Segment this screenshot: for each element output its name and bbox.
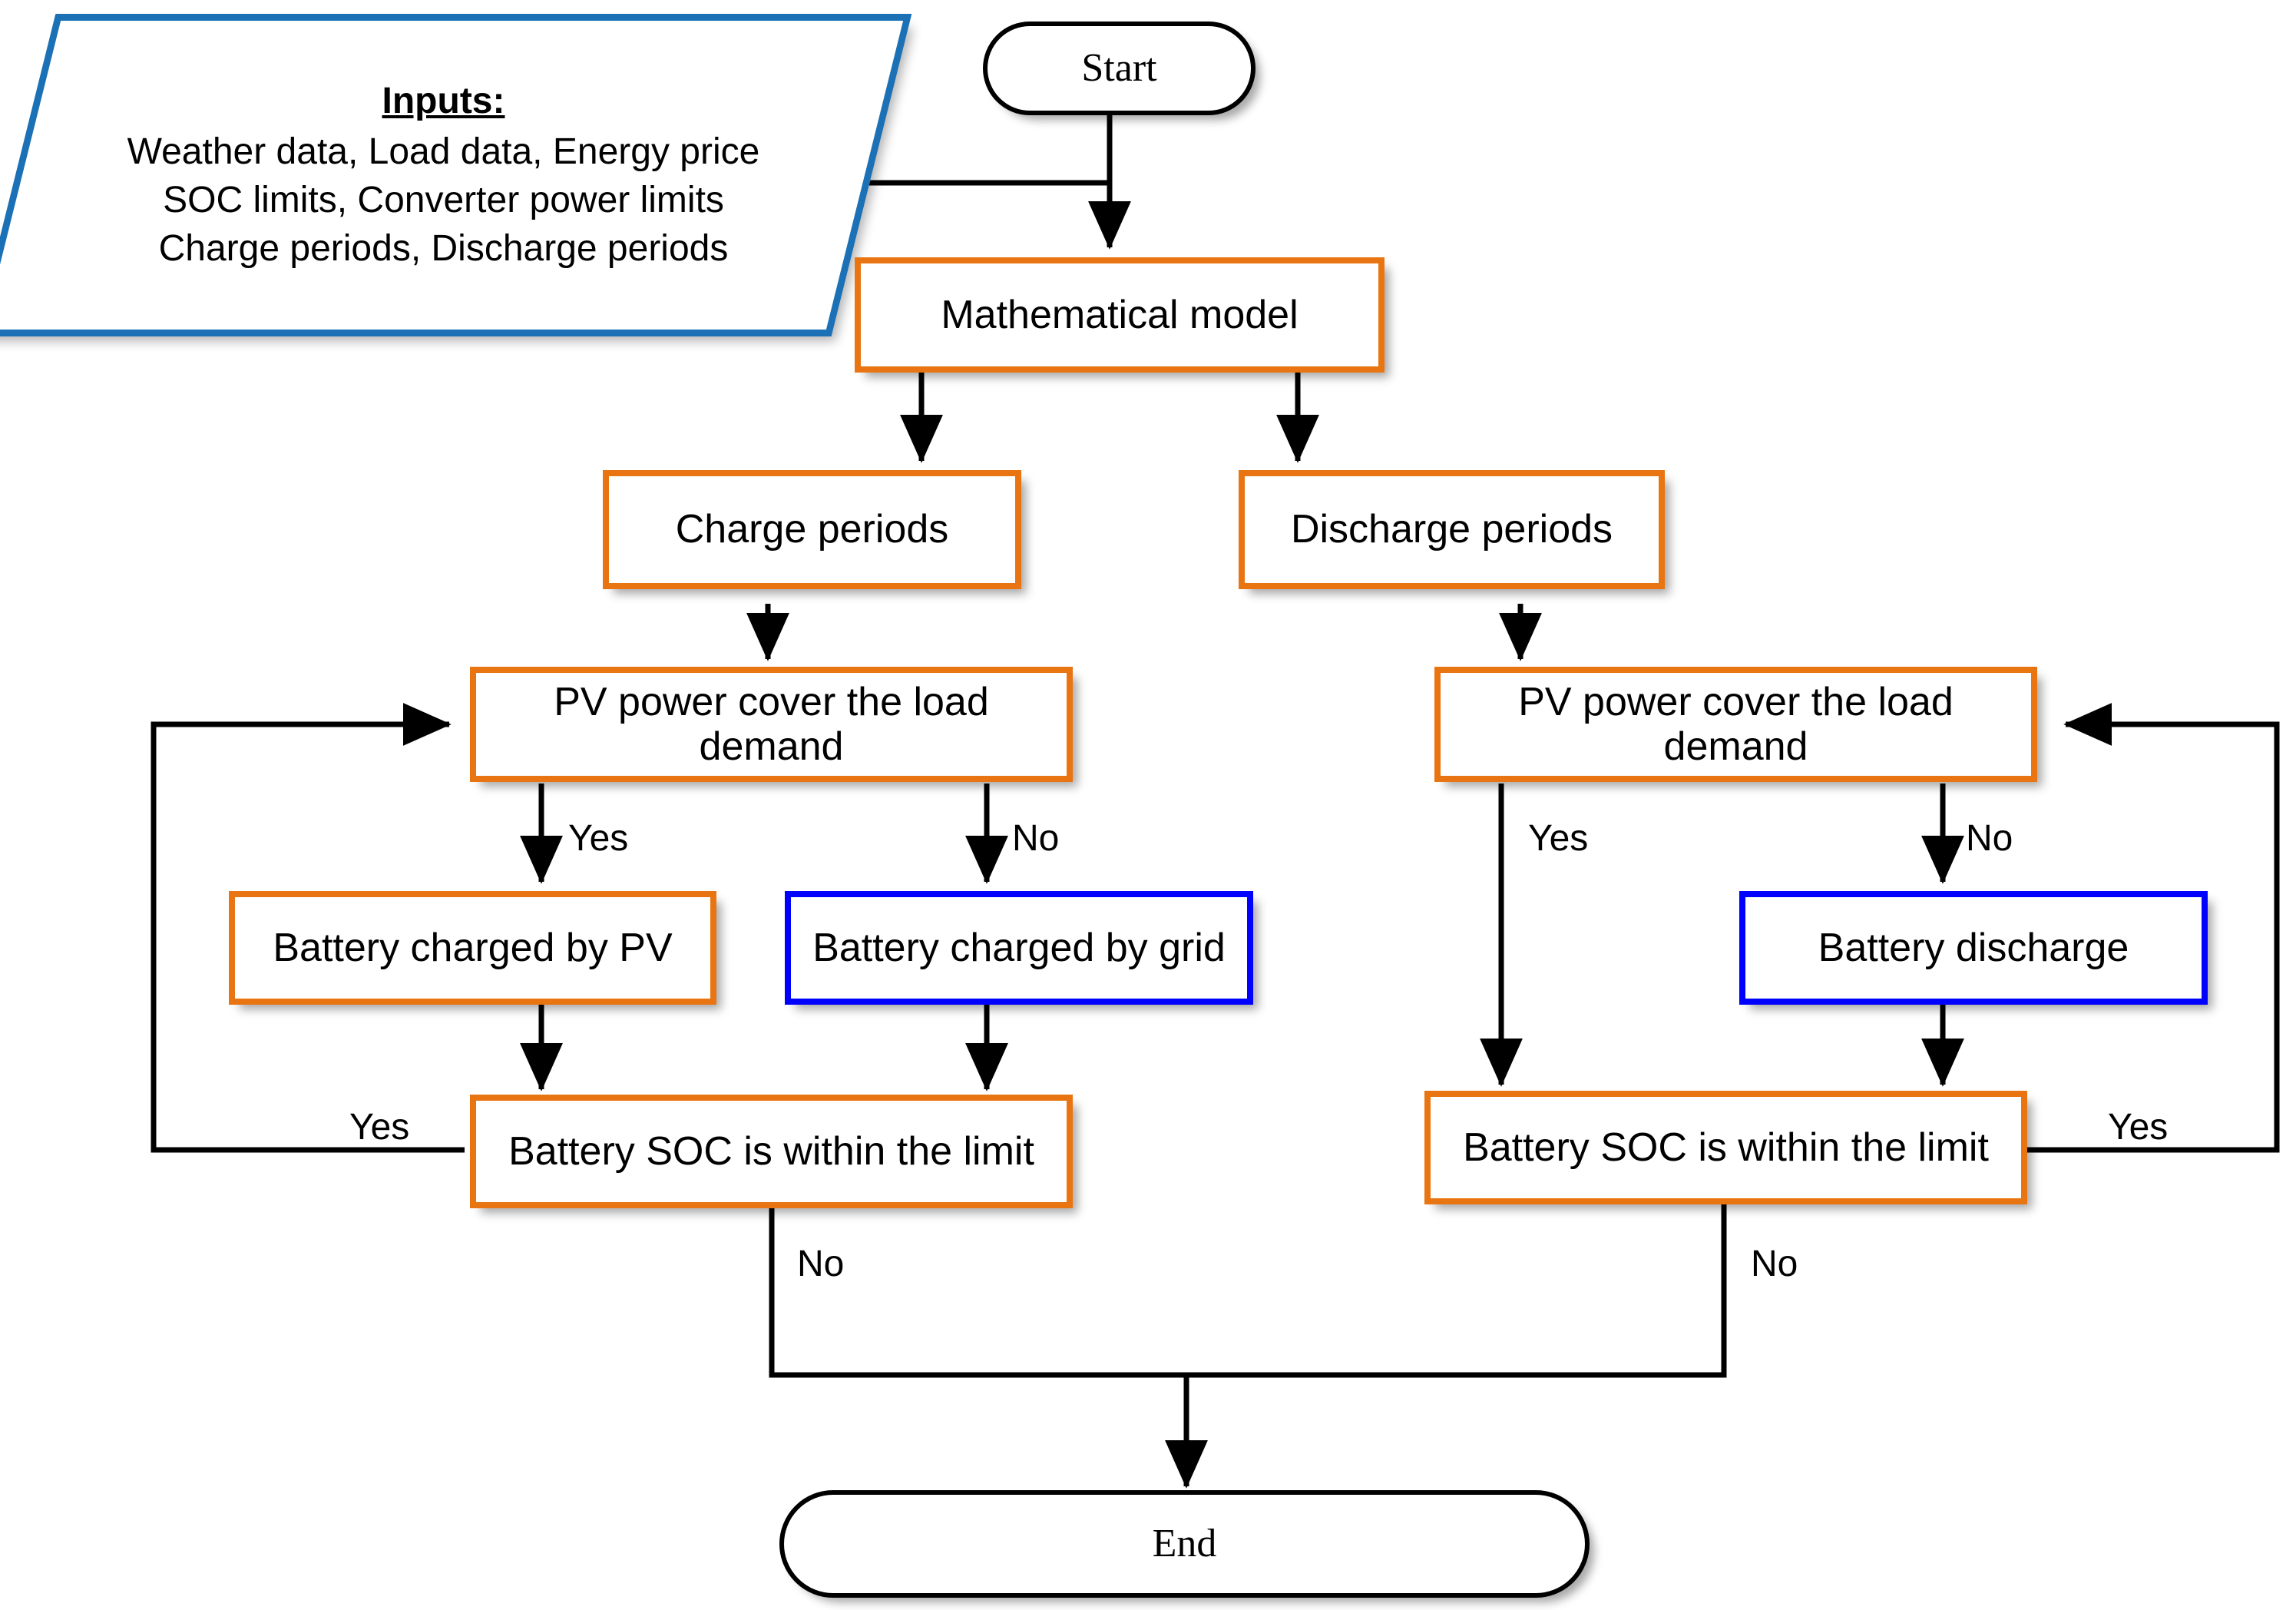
inputs-line-1: Weather data, Load data, Energy price — [127, 131, 760, 172]
node-charge-periods-label: Charge periods — [675, 507, 949, 552]
edge-label-right-pv-no: No — [1966, 818, 2013, 859]
node-battery-discharge[interactable]: Battery discharge — [1739, 891, 2208, 1005]
node-mathematical-model-label: Mathematical model — [941, 292, 1299, 337]
inputs-line-2: SOC limits, Converter power limits — [163, 180, 724, 220]
node-end[interactable]: End — [779, 1490, 1590, 1598]
node-pv-cover-load-right[interactable]: PV power cover the load demand — [1434, 667, 2037, 782]
inputs-line-3: Charge periods, Discharge periods — [158, 228, 729, 270]
node-end-label: End — [1152, 1521, 1217, 1565]
node-start[interactable]: Start — [983, 22, 1256, 115]
node-battery-charged-by-grid[interactable]: Battery charged by grid — [785, 891, 1253, 1005]
edge-label-left-pv-yes: Yes — [568, 818, 629, 859]
edge-label-right-soc-yes: Yes — [2108, 1107, 2169, 1148]
node-battery-discharge-label: Battery discharge — [1818, 925, 2129, 970]
node-battery-charged-by-pv[interactable]: Battery charged by PV — [229, 891, 716, 1005]
node-mathematical-model[interactable]: Mathematical model — [855, 257, 1385, 373]
node-charge-periods[interactable]: Charge periods — [603, 470, 1021, 589]
node-battery-charged-by-grid-label: Battery charged by grid — [812, 925, 1226, 970]
edge-soc-left-no — [769, 1208, 1186, 1378]
edge-label-right-pv-yes: Yes — [1528, 818, 1589, 859]
node-battery-soc-limit-right[interactable]: Battery SOC is within the limit — [1424, 1091, 2027, 1204]
inputs-text-block: Inputs: Weather data, Load data, Energy … — [15, 14, 872, 336]
node-battery-soc-limit-right-label: Battery SOC is within the limit — [1463, 1125, 1989, 1170]
inputs-header: Inputs: — [382, 81, 505, 122]
edge-label-right-soc-no: No — [1751, 1244, 1798, 1284]
node-battery-charged-by-pv-label: Battery charged by PV — [273, 925, 673, 970]
node-start-label: Start — [1081, 45, 1157, 90]
edge-label-left-soc-yes: Yes — [349, 1107, 410, 1148]
node-pv-cover-load-left[interactable]: PV power cover the load demand — [470, 667, 1073, 782]
edge-label-left-pv-no: No — [1012, 818, 1060, 859]
node-battery-soc-limit-left-label: Battery SOC is within the limit — [508, 1128, 1034, 1174]
edge-label-left-soc-no: No — [797, 1244, 845, 1284]
node-discharge-periods-label: Discharge periods — [1290, 507, 1613, 552]
node-pv-cover-load-left-label: PV power cover the load demand — [554, 679, 989, 769]
node-pv-cover-load-right-label: PV power cover the load demand — [1518, 679, 1954, 769]
node-battery-soc-limit-left[interactable]: Battery SOC is within the limit — [470, 1095, 1073, 1208]
inputs-parallelogram: Inputs: Weather data, Load data, Energy … — [0, 14, 912, 336]
node-discharge-periods[interactable]: Discharge periods — [1239, 470, 1665, 589]
edge-soc-right-no — [1186, 1204, 1727, 1378]
